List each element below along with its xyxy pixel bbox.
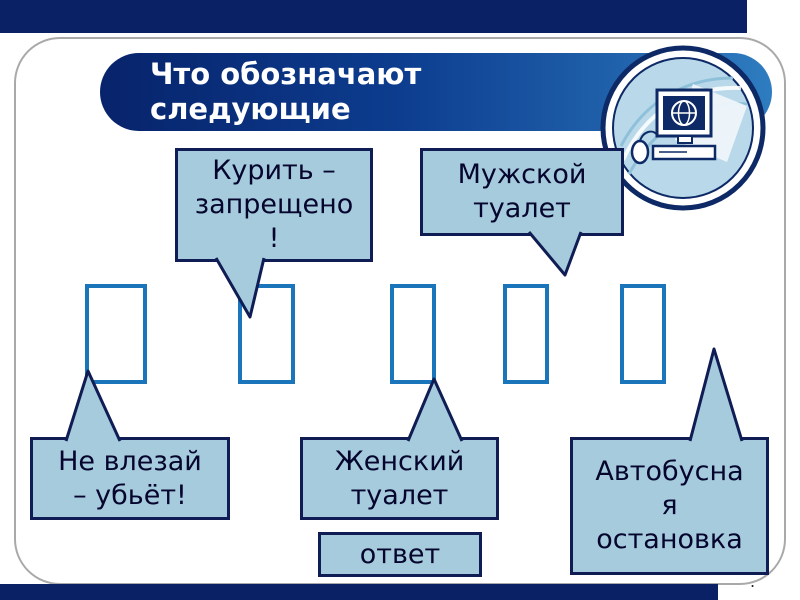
callout-smoking-prohibited: Курить – запрещено !: [175, 148, 373, 262]
sign-placeholder-box-5: [620, 284, 666, 384]
answer-button[interactable]: ответ: [318, 532, 482, 577]
answer-button-label: ответ: [359, 539, 441, 570]
slide-title: Что обозначают следующие: [150, 57, 422, 126]
callout-bus-stop-label: Автобусна я остановка: [595, 456, 744, 555]
callout-bus-stop: Автобусна я остановка: [570, 437, 769, 575]
callout-tail-mens-toilet: [527, 231, 583, 277]
bottom-border-bar: [0, 584, 718, 600]
sign-placeholder-box-3: [390, 284, 436, 384]
callout-tail-bus-stop: [688, 347, 744, 442]
callout-tail-dont-climb: [64, 369, 122, 442]
callout-tail-womens-toilet: [406, 377, 464, 442]
footer-dot: .: [750, 572, 756, 591]
top-border-bar: [0, 0, 747, 33]
callout-womens-toilet-label: Женский туалет: [334, 445, 465, 511]
callout-mens-toilet-label: Мужской туалет: [457, 159, 587, 224]
callout-mens-toilet: Мужской туалет: [420, 148, 624, 236]
callout-dont-climb: Не влезай – убьёт!: [30, 437, 230, 520]
callout-womens-toilet: Женский туалет: [300, 437, 499, 520]
callout-dont-climb-label: Не влезай – убьёт!: [58, 445, 202, 511]
computer-globe-logo-icon: [595, 42, 771, 214]
sign-placeholder-box-1: [85, 284, 147, 384]
callout-tail-smoking: [214, 257, 266, 319]
sign-placeholder-box-4: [503, 284, 549, 384]
callout-smoking-prohibited-label: Курить – запрещено !: [194, 155, 354, 254]
